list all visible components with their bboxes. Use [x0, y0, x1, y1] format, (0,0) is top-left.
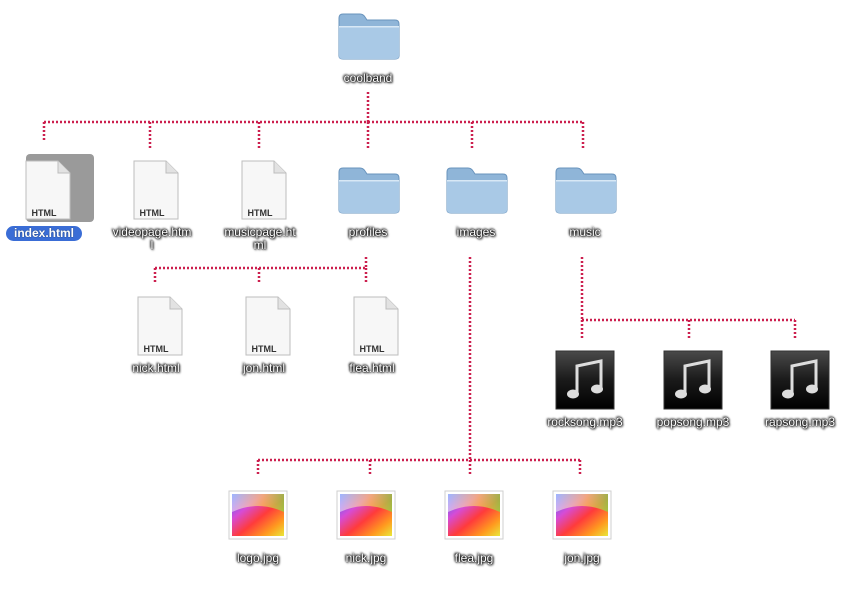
file-node-flea-html[interactable]: HTML flea.html — [324, 294, 420, 375]
file-type-badge: HTML — [31, 208, 57, 218]
html-file-icon[interactable]: HTML — [228, 158, 292, 222]
folder-label: profiles — [348, 225, 388, 239]
file-node-videopage[interactable]: HTML videopage.html — [104, 158, 200, 252]
image-file-icon[interactable] — [550, 484, 614, 548]
folder-label: coolband — [343, 71, 393, 85]
file-node-jon-jpg[interactable]: jon.jpg — [534, 484, 630, 565]
html-file-icon[interactable]: HTML — [124, 294, 188, 358]
image-file-icon[interactable] — [442, 484, 506, 548]
file-label: jon.html — [242, 361, 286, 375]
music-file-icon[interactable] — [768, 348, 832, 412]
file-label: jon.jpg — [564, 551, 600, 565]
file-node-rapsong[interactable]: rapsong.mp3 — [752, 348, 848, 429]
file-node-jon-html[interactable]: HTML jon.html — [216, 294, 312, 375]
file-label: musicpage.html — [224, 225, 296, 252]
folder-node-coolband[interactable]: coolband — [320, 4, 416, 85]
file-node-rocksong[interactable]: rocksong.mp3 — [537, 348, 633, 429]
image-file-icon[interactable] — [334, 484, 398, 548]
html-file-icon[interactable]: HTML — [232, 294, 296, 358]
folder-label: images — [456, 225, 496, 239]
music-file-icon[interactable] — [661, 348, 725, 412]
music-file-icon[interactable] — [553, 348, 617, 412]
file-type-badge: HTML — [143, 344, 169, 354]
image-file-icon[interactable] — [226, 484, 290, 548]
folder-icon[interactable] — [336, 4, 400, 68]
file-label: rocksong.mp3 — [547, 415, 623, 429]
file-type-badge: HTML — [139, 208, 165, 218]
file-node-logo-jpg[interactable]: logo.jpg — [210, 484, 306, 565]
file-type-badge: HTML — [247, 208, 273, 218]
file-node-nick-jpg[interactable]: nick.jpg — [318, 484, 414, 565]
file-type-badge: HTML — [359, 344, 385, 354]
folder-node-profiles[interactable]: profiles — [320, 158, 416, 239]
html-file-icon[interactable]: HTML — [340, 294, 404, 358]
file-node-musicpage[interactable]: HTML musicpage.html — [212, 158, 308, 252]
file-label: popsong.mp3 — [656, 415, 730, 429]
file-label: videopage.html — [112, 225, 192, 252]
file-label: flea.jpg — [454, 551, 494, 565]
file-label: flea.html — [349, 361, 395, 375]
folder-node-images[interactable]: images — [428, 158, 524, 239]
file-node-flea-jpg[interactable]: flea.jpg — [426, 484, 522, 565]
file-node-nick-html[interactable]: HTML nick.html — [108, 294, 204, 375]
file-label: rapsong.mp3 — [764, 415, 836, 429]
file-label: nick.html — [132, 361, 180, 375]
folder-icon[interactable] — [444, 158, 508, 222]
file-node-popsong[interactable]: popsong.mp3 — [645, 348, 741, 429]
html-file-icon[interactable]: HTML — [120, 158, 184, 222]
file-type-badge: HTML — [251, 344, 277, 354]
file-label: index.html — [5, 226, 82, 241]
folder-icon[interactable] — [336, 158, 400, 222]
folder-icon[interactable] — [553, 158, 617, 222]
folder-node-music[interactable]: music — [537, 158, 633, 239]
html-file-icon[interactable]: HTML — [12, 154, 94, 222]
folder-label: music — [569, 225, 601, 239]
file-label: logo.jpg — [236, 551, 280, 565]
file-label: nick.jpg — [345, 551, 387, 565]
file-node-index[interactable]: HTML index.html — [0, 154, 94, 242]
